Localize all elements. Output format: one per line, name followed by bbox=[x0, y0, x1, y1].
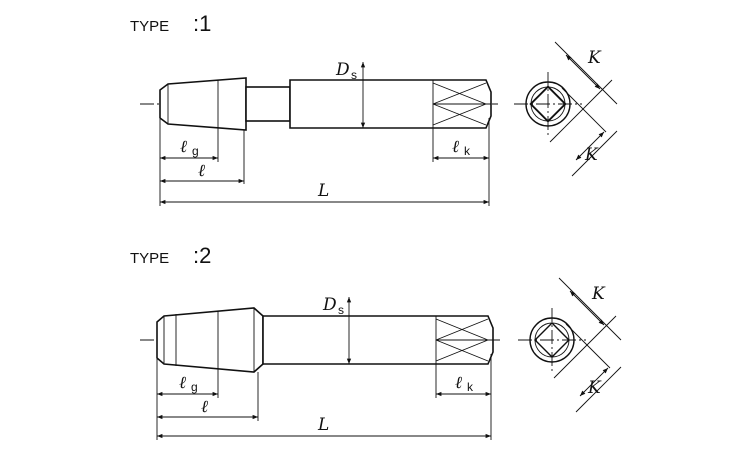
type-1-thread-section bbox=[159, 77, 247, 131]
type-2-lk-label: ℓ bbox=[455, 373, 462, 393]
type-2-square-drive bbox=[435, 318, 489, 362]
type-1-l-label: ℓ bbox=[198, 161, 205, 181]
type-1-K-bottom-label: K bbox=[584, 145, 599, 165]
type-2-end-view bbox=[518, 277, 622, 413]
type-2-K-top-label: K bbox=[591, 284, 606, 304]
type-1-K-top-label: K bbox=[587, 48, 602, 68]
type-2-number: :2 bbox=[193, 243, 211, 268]
type-1-square-drive bbox=[432, 82, 487, 126]
type-2-label: TYPE bbox=[130, 250, 169, 267]
type-1-lg-label: ℓ bbox=[180, 137, 187, 157]
type-2-lg-label: ℓ bbox=[179, 373, 186, 393]
type-1-L-label: L bbox=[317, 181, 329, 201]
type-2-K-bottom-label: K bbox=[587, 378, 602, 398]
type-1-ds-sub: s bbox=[351, 68, 357, 82]
type-1-ds-label: D bbox=[335, 60, 350, 80]
type-1-lg-sub: g bbox=[192, 144, 199, 158]
type-1-label: TYPE bbox=[130, 18, 169, 35]
type-1-lk-sub: k bbox=[464, 144, 471, 158]
type-2-lk-sub: k bbox=[467, 380, 474, 394]
type-2-shank bbox=[262, 315, 494, 365]
type-1-lk-label: ℓ bbox=[452, 137, 459, 157]
type-2-thread-section bbox=[156, 307, 264, 373]
type-2-lg-sub: g bbox=[191, 380, 198, 394]
type-2-l-label: ℓ bbox=[201, 397, 208, 417]
type-2-L-label: L bbox=[317, 415, 329, 435]
type-2-ds-label: D bbox=[322, 295, 337, 315]
type-2-ds-sub: s bbox=[338, 303, 344, 317]
type-1-neck bbox=[245, 86, 291, 122]
type-1-shank bbox=[289, 79, 492, 129]
type-2-drawing: TYPE :2 D s ℓ g ℓ ℓ k bbox=[130, 243, 622, 440]
type-1-number: :1 bbox=[193, 11, 211, 36]
type-1-drawing: TYPE :1 D s ℓ g ℓ ℓ k bbox=[130, 11, 618, 206]
type-1-end-view bbox=[514, 41, 618, 177]
